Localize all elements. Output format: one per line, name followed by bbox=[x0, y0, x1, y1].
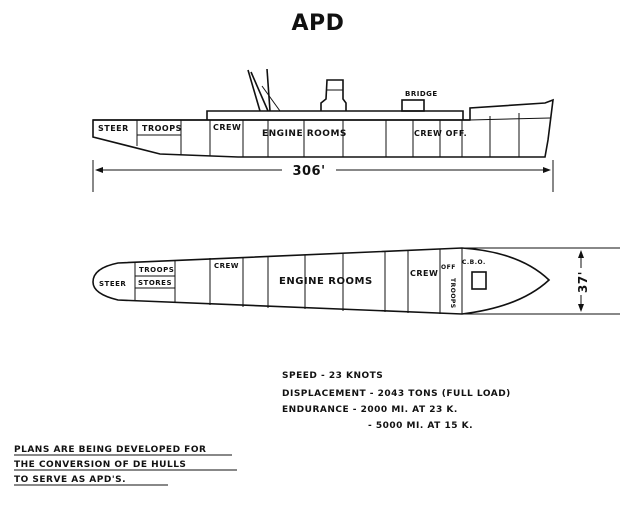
length-label: 306' bbox=[292, 164, 325, 179]
conversion-note: PLANS ARE BEING DEVELOPED FOR THE CONVER… bbox=[14, 445, 237, 486]
plan-label-troops-fwd: TROOPS bbox=[449, 278, 456, 309]
profile-label-engine-rooms: ENGINE ROOMS bbox=[262, 129, 347, 139]
profile-label-troops: TROOPS bbox=[142, 124, 182, 133]
beam-dimension bbox=[462, 247, 620, 315]
profile-label-bridge: BRIDGE bbox=[405, 90, 438, 98]
profile-view: STEER TROOPS CREW ENGINE ROOMS CREW OFF.… bbox=[92, 68, 554, 192]
davits bbox=[247, 68, 281, 112]
spec-speed: SPEED - 23 KNOTS bbox=[282, 371, 383, 381]
note-line-3: TO SERVE AS APD'S. bbox=[14, 475, 126, 485]
specs-block: SPEED - 23 KNOTS DISPLACEMENT - 2043 TON… bbox=[282, 371, 511, 431]
plan-label-steer: STEER bbox=[99, 280, 126, 288]
plan-label-engine-rooms: ENGINE ROOMS bbox=[279, 276, 373, 287]
spec-endurance: ENDURANCE - 2000 MI. AT 23 K. bbox=[282, 405, 458, 415]
plan-label-crew-aft: CREW bbox=[214, 262, 239, 270]
beam-label: 37' bbox=[576, 271, 590, 293]
plan-view: STEER TROOPS STORES CREW ENGINE ROOMS CR… bbox=[92, 247, 620, 315]
spec-displacement: DISPLACEMENT - 2043 TONS (FULL LOAD) bbox=[282, 389, 511, 399]
cbo-box bbox=[471, 271, 487, 290]
bridge-block bbox=[401, 99, 425, 112]
note-line-1: PLANS ARE BEING DEVELOPED FOR bbox=[14, 445, 206, 455]
profile-label-steer: STEER bbox=[98, 124, 129, 133]
plan-label-cbo: C.B.O. bbox=[462, 259, 486, 266]
plan-label-stores: STORES bbox=[138, 279, 172, 287]
profile-hull bbox=[92, 98, 554, 158]
profile-label-crew-off: CREW OFF. bbox=[414, 129, 467, 138]
funnel bbox=[320, 79, 347, 111]
plan-bulkheads bbox=[134, 248, 463, 314]
note-line-2: THE CONVERSION OF DE HULLS bbox=[14, 460, 186, 470]
plan-hull bbox=[92, 247, 551, 315]
plan-label-troops: TROOPS bbox=[139, 266, 174, 274]
title: APD bbox=[292, 11, 345, 36]
plan-label-off: OFF bbox=[441, 264, 456, 271]
profile-label-crew-aft: CREW bbox=[213, 123, 241, 132]
profile-bulkheads bbox=[136, 113, 520, 157]
plan-label-crew-fwd: CREW bbox=[410, 269, 438, 278]
length-dimension bbox=[92, 160, 554, 192]
profile-superstructure bbox=[206, 110, 464, 120]
spec-endurance-2: - 5000 MI. AT 15 K. bbox=[368, 421, 473, 431]
